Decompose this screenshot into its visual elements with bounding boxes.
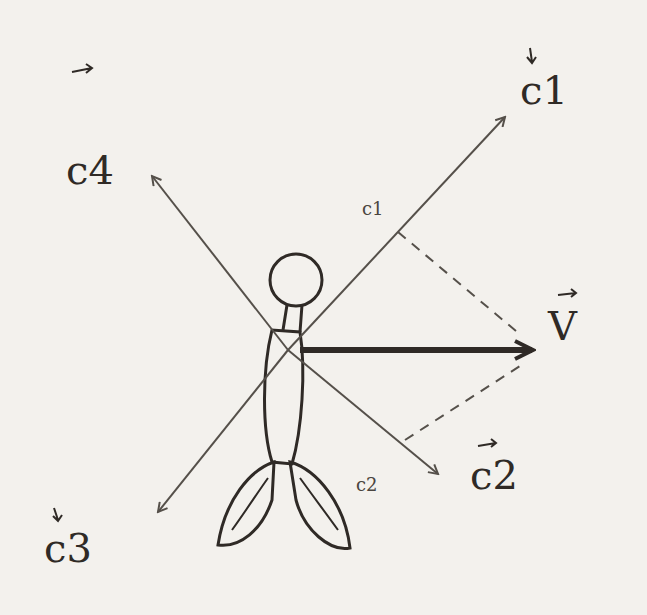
vector-c2 xyxy=(288,350,438,474)
vector-label: c4 xyxy=(66,150,114,190)
vector-accent xyxy=(478,439,496,447)
vector-label: c2 xyxy=(470,455,518,495)
torso xyxy=(265,330,303,464)
vector-accent xyxy=(527,48,536,63)
neck xyxy=(283,305,302,332)
dashed-component-line xyxy=(398,232,522,336)
vector-c3 xyxy=(158,350,288,512)
right-fin-line xyxy=(300,478,338,530)
head xyxy=(270,254,322,306)
vector-accent xyxy=(53,508,62,521)
right-fin xyxy=(290,462,350,548)
vector-c1 xyxy=(288,117,505,350)
vector-v xyxy=(300,347,532,353)
vector-label: c1 xyxy=(520,70,568,110)
component-label: c2 xyxy=(356,476,378,494)
vector-accent xyxy=(558,289,576,297)
component-label: c1 xyxy=(362,200,384,218)
left-fin-line xyxy=(232,478,268,530)
swimmer-figure xyxy=(218,254,350,548)
vector-label: c3 xyxy=(44,528,92,568)
vector-accent xyxy=(72,64,92,73)
left-fin xyxy=(218,462,274,545)
dashed-component-line xyxy=(405,366,520,440)
vector-c4 xyxy=(152,176,288,350)
vector-label: V xyxy=(548,306,577,346)
